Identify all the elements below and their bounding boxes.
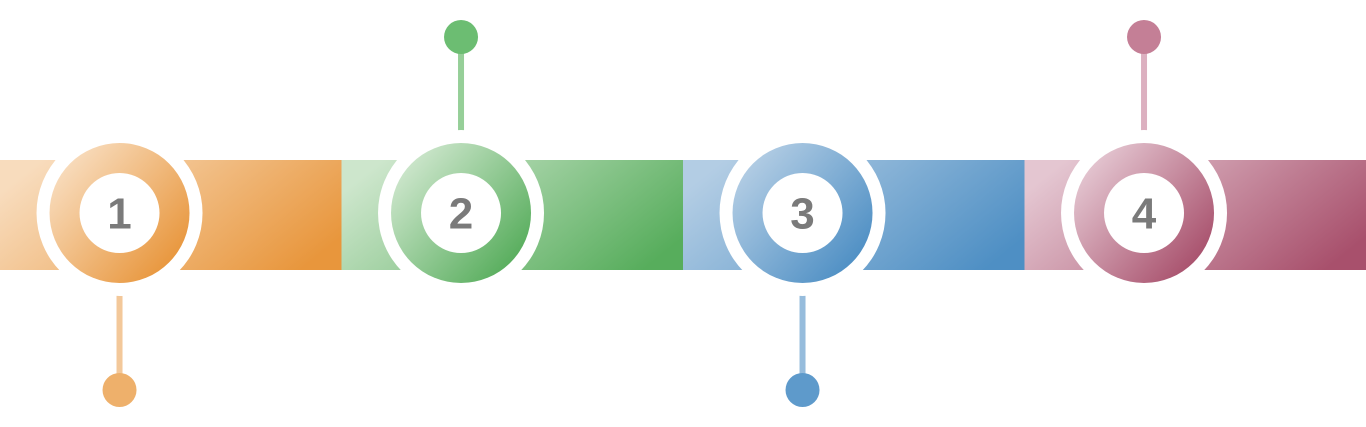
node-center <box>1104 173 1185 253</box>
pin-dot <box>1127 20 1162 54</box>
node-center <box>79 173 160 253</box>
connector-stem <box>799 283 806 378</box>
pin-dot <box>444 20 479 54</box>
step-node-1: 1 <box>36 130 203 407</box>
pin-dot <box>102 373 137 407</box>
step-node-3: 3 <box>719 130 886 407</box>
step-node-2: 2 <box>378 20 545 296</box>
step-number-3: 3 <box>790 190 814 239</box>
connector-stem <box>458 50 465 143</box>
pin-dot <box>785 373 820 407</box>
step-node-4: 4 <box>1061 20 1228 296</box>
node-center <box>421 173 502 253</box>
connector-stem <box>1141 50 1148 143</box>
step-number-2: 2 <box>449 190 473 239</box>
node-center <box>762 173 843 253</box>
step-number-1: 1 <box>107 190 131 239</box>
connector-stem <box>116 283 123 378</box>
step-number-4: 4 <box>1132 190 1157 239</box>
timeline-nodes: 1 2 3 4 <box>36 20 1228 407</box>
